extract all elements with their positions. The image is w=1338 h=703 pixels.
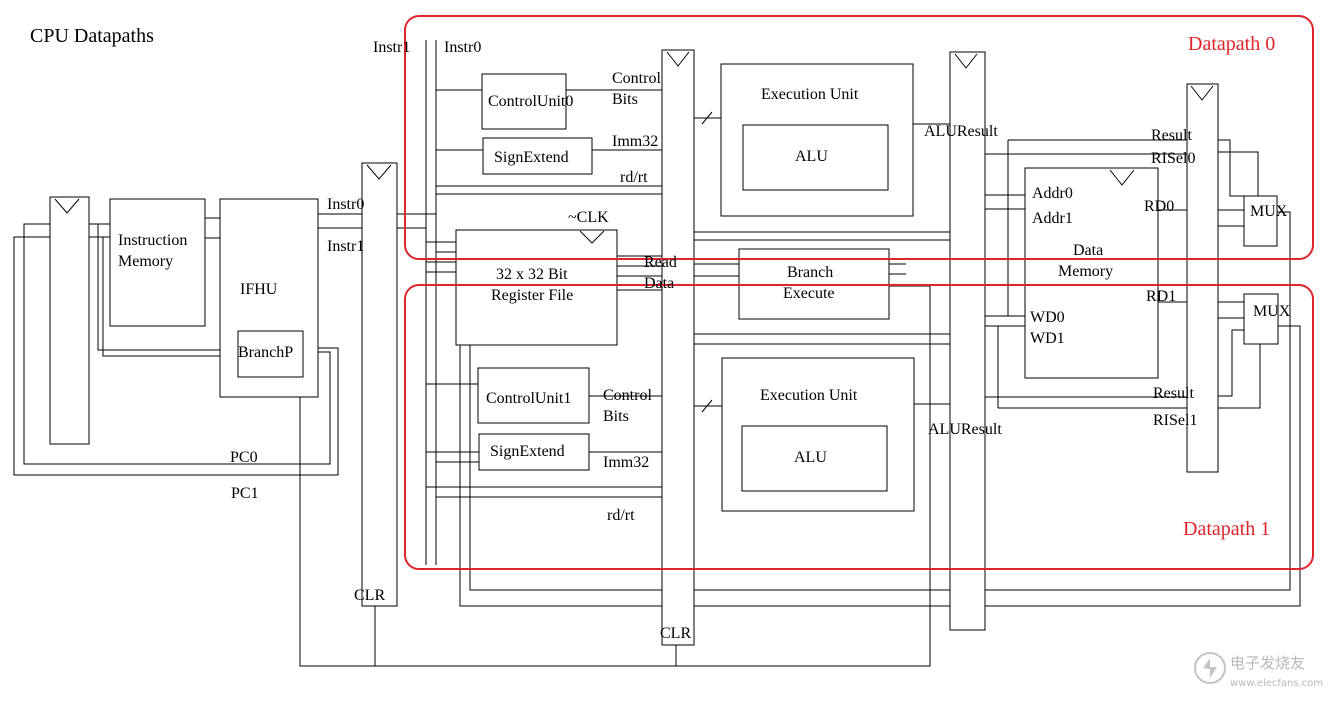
branch-execute-label-1: Branch (787, 264, 833, 281)
label-rd1: RD1 (1146, 288, 1176, 305)
sign-extend-0-label: SignExtend (494, 149, 569, 166)
execution-unit-1-block: Execution Unit ALU (721, 357, 915, 512)
label-result-0: Result (1151, 127, 1192, 144)
alu-1-label: ALU (794, 449, 827, 466)
alu-0-label: ALU (795, 148, 828, 165)
register-file-label-1: 32 x 32 Bit (496, 266, 568, 283)
instruction-memory-block: Instruction Memory (109, 198, 206, 327)
label-instr0-ifhu: Instr0 (327, 196, 364, 213)
sign-extend-1-label: SignExtend (490, 443, 565, 460)
branch-predictor-block (237, 330, 304, 378)
label-imm32-1: Imm32 (603, 454, 649, 471)
pipeline-register-writeback (1186, 83, 1219, 473)
wire-mux0-in-b (1218, 151, 1259, 196)
wire-pc-to-branchp-b (102, 237, 238, 357)
label-imm32-0: Imm32 (612, 133, 658, 150)
label-clr-a: CLR (354, 587, 385, 604)
label-risel0: RISel0 (1151, 150, 1195, 167)
wire-mux0-in-a (1218, 139, 1244, 197)
label-alu-result-0: ALUResult (924, 123, 998, 140)
slash-1 (701, 399, 713, 413)
label-instr1-top: Instr1 (373, 39, 410, 56)
wire-wb-a (459, 325, 1301, 607)
label-control-bits-0-1: Control (612, 70, 661, 87)
label-rdrt-0: rd/rt (620, 169, 648, 186)
branch-predictor-label: BranchP (238, 344, 293, 361)
wire-pc-to-branchp-a (97, 224, 238, 351)
datapath-1-frame (404, 284, 1314, 570)
watermark-url: www.elecfans.com (1230, 678, 1323, 689)
wire-mux1-in-c (1218, 329, 1244, 397)
label-pc0: PC0 (230, 449, 258, 466)
alu-0-block (742, 124, 889, 191)
wire-wb-b (469, 211, 1291, 591)
wire-mux1-in-d (1218, 342, 1261, 409)
label-addr1: Addr1 (1032, 210, 1073, 227)
mux-1-label: MUX (1253, 303, 1291, 320)
control-unit-1-label: ControlUnit1 (486, 390, 571, 407)
alu-1-block (741, 425, 888, 492)
wire-pc1-loop (13, 236, 339, 476)
control-unit-0-label: ControlUnit0 (488, 93, 573, 110)
mux-0-label: MUX (1250, 203, 1288, 220)
label-result-1: Result (1153, 385, 1194, 402)
label-read-data-1: Read (644, 254, 677, 271)
control-unit-0-block: ControlUnit0 (481, 73, 573, 130)
label-read-data-2: Data (644, 275, 674, 292)
label-alu-result-1: ALUResult (928, 421, 1002, 438)
control-unit-1-block: ControlUnit1 (477, 367, 590, 424)
pipeline-register-fetch (49, 196, 90, 445)
label-pc1: PC1 (231, 485, 259, 502)
label-instr1-ifhu: Instr1 (327, 238, 364, 255)
data-memory-label-1: Data (1073, 242, 1103, 259)
label-control-bits-1-1: Control (603, 387, 652, 404)
wires (13, 40, 1301, 667)
instruction-memory-label-1: Instruction (118, 232, 187, 249)
sign-extend-1-block: SignExtend (478, 433, 590, 471)
ifhu-label: IFHU (240, 281, 278, 298)
pipeline-register-memory (949, 51, 986, 631)
pipeline-register-decode (361, 162, 398, 607)
pipeline-register-execute (661, 49, 695, 646)
wire-pc0-loop (23, 223, 331, 465)
label-wd0: WD0 (1030, 309, 1065, 326)
label-wd1: WD1 (1030, 330, 1065, 347)
watermark-logo-icon (1194, 652, 1226, 684)
data-memory-label-2: Memory (1058, 263, 1113, 280)
slash-0 (701, 111, 713, 125)
mux-1-block: MUX (1243, 293, 1291, 345)
label-rdrt-1: rd/rt (607, 507, 635, 524)
label-not-clk: ~CLK (568, 209, 609, 226)
execution-unit-1-label: Execution Unit (760, 387, 858, 404)
execution-unit-0-block: Execution Unit ALU (720, 63, 914, 217)
ifhu-block: IFHU BranchP (219, 198, 319, 398)
label-rd0: RD0 (1144, 198, 1174, 215)
watermark: 电子发烧友 www.elecfans.com (1194, 652, 1323, 689)
mux-0-block: MUX (1243, 195, 1288, 247)
datapath-0-label: Datapath 0 (1188, 33, 1275, 55)
label-instr0-top: Instr0 (444, 39, 481, 56)
datapath-0-frame (404, 15, 1314, 260)
register-file-label-2: Register File (491, 287, 573, 304)
label-risel1: RISel1 (1153, 412, 1197, 429)
datapath-1-label: Datapath 1 (1183, 518, 1270, 540)
watermark-text: 电子发烧友 (1230, 654, 1305, 672)
branch-execute-label-2: Execute (783, 285, 835, 302)
execution-unit-0-label: Execution Unit (761, 86, 859, 103)
label-control-bits-0-2: Bits (612, 91, 638, 108)
instruction-memory-label-2: Memory (118, 253, 173, 270)
label-addr0: Addr0 (1032, 185, 1073, 202)
data-memory-block: Data Memory (1024, 167, 1159, 379)
label-clr-b: CLR (660, 625, 691, 642)
diagram-title: CPU Datapaths (30, 25, 154, 47)
label-control-bits-1-2: Bits (603, 408, 629, 425)
sign-extend-0-block: SignExtend (482, 137, 593, 175)
register-file-block: 32 x 32 Bit Register File (455, 229, 618, 346)
